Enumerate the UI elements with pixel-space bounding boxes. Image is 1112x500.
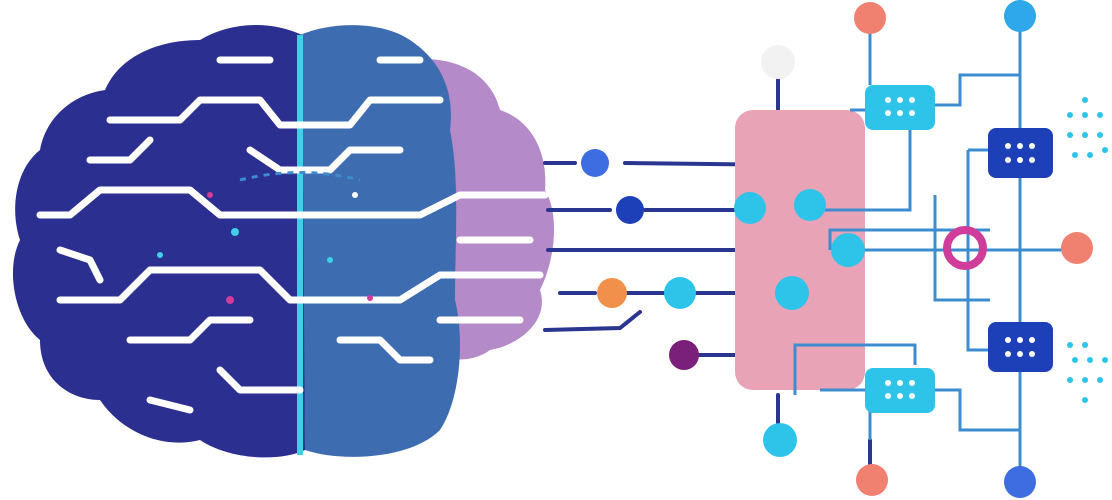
ring-node [943, 226, 987, 270]
brain-right-hemisphere [300, 25, 460, 457]
chip-bottom [865, 368, 935, 413]
brain-sparkles [157, 171, 373, 304]
nodes [581, 0, 1108, 498]
chips [865, 85, 1053, 413]
chip-dark-bottom [988, 322, 1053, 372]
brain-left-hemisphere [12, 24, 305, 458]
chip-top [865, 85, 935, 130]
brain-folds [36, 56, 549, 414]
circuit-board [735, 110, 865, 390]
brain-divider [297, 35, 303, 455]
brain [12, 24, 555, 458]
chip-dark-top [988, 128, 1053, 178]
circuit-traces [793, 20, 1075, 480]
